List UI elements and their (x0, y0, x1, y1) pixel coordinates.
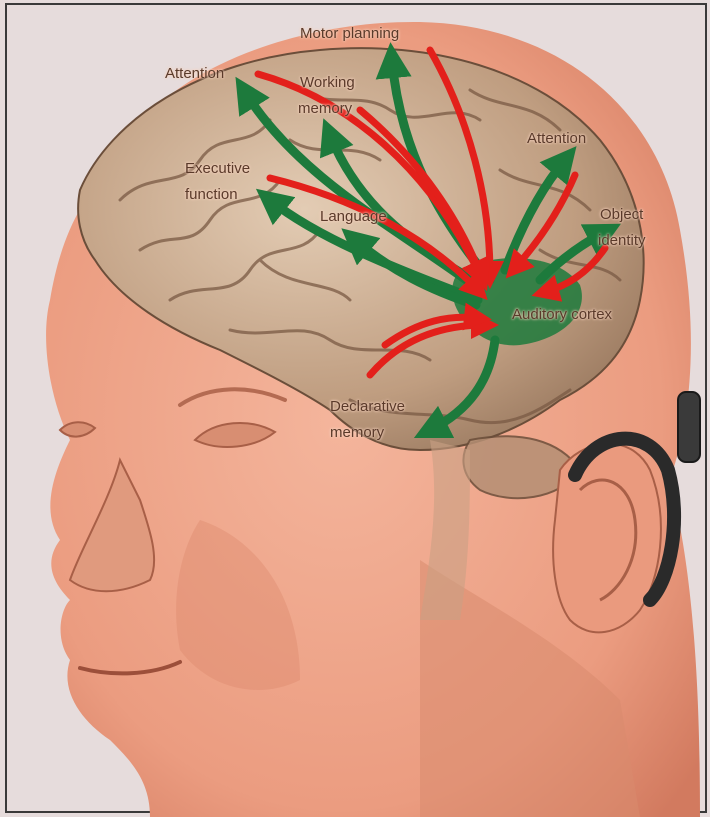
hearing-device-processor (678, 392, 700, 462)
label-auditory-cortex: Auditory cortex (512, 306, 612, 323)
label-motor-planning: Motor planning (300, 25, 399, 42)
label-working-memory-1: Working (300, 74, 355, 91)
label-attention-left: Attention (165, 65, 224, 82)
label-working-memory-2: memory (298, 100, 352, 117)
label-executive-1: Executive (185, 160, 250, 177)
label-attention-right: Attention (527, 130, 586, 147)
label-declarative-2: memory (330, 424, 384, 441)
label-object-identity-2: identity (598, 232, 646, 249)
label-declarative-1: Declarative (330, 398, 405, 415)
label-executive-2: function (185, 186, 238, 203)
label-language: Language (320, 208, 387, 225)
label-object-identity-1: Object (600, 206, 643, 223)
